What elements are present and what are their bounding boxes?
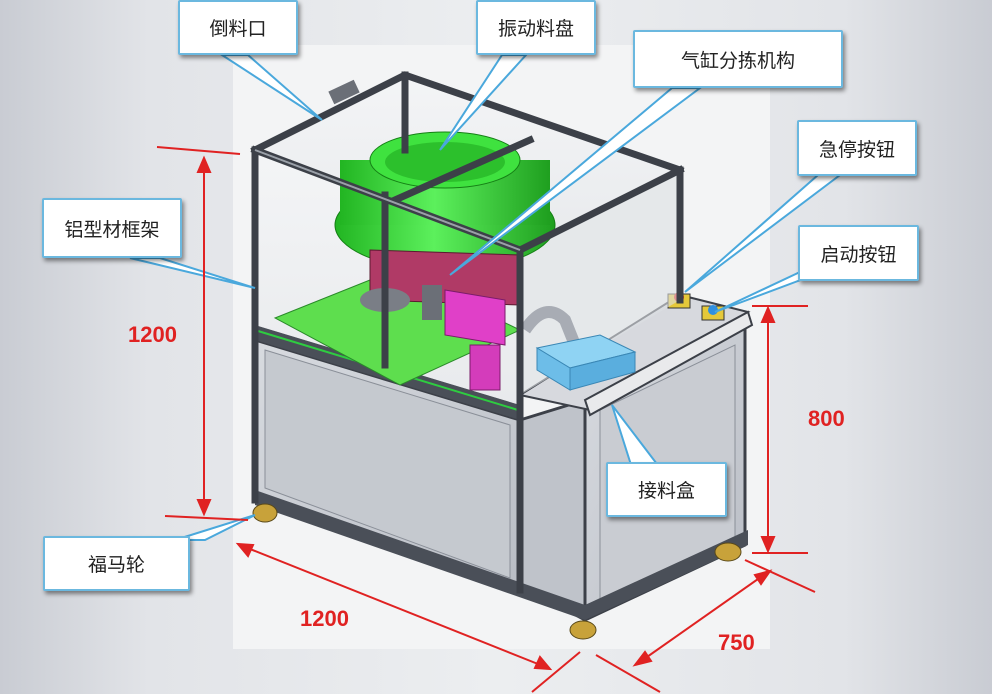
vibratory-bowl-label: 振动料盘 [476, 0, 596, 55]
casters-label: 福马轮 [43, 536, 190, 591]
collection-box-label: 接料盒 [606, 462, 727, 517]
length-dimension: 1200 [300, 606, 349, 631]
emergency-stop-label: 急停按钮 [797, 120, 917, 176]
table-height-dimension: 800 [808, 406, 845, 431]
callout-leaders [129, 54, 843, 541]
upper-frame [250, 71, 685, 594]
width-dimension: 750 [718, 630, 755, 655]
start-button-label: 启动按钮 [798, 225, 919, 281]
aluminum-frame-label: 铝型材框架 [42, 198, 182, 258]
height-dimension: 1200 [128, 322, 177, 347]
lower-cabinet [253, 317, 748, 623]
pour-inlet-label: 倒料口 [178, 0, 298, 55]
cylinder-sorting-label: 气缸分拣机构 [633, 30, 843, 88]
caster-icons [252, 503, 742, 640]
dimension-lines [156, 146, 816, 693]
